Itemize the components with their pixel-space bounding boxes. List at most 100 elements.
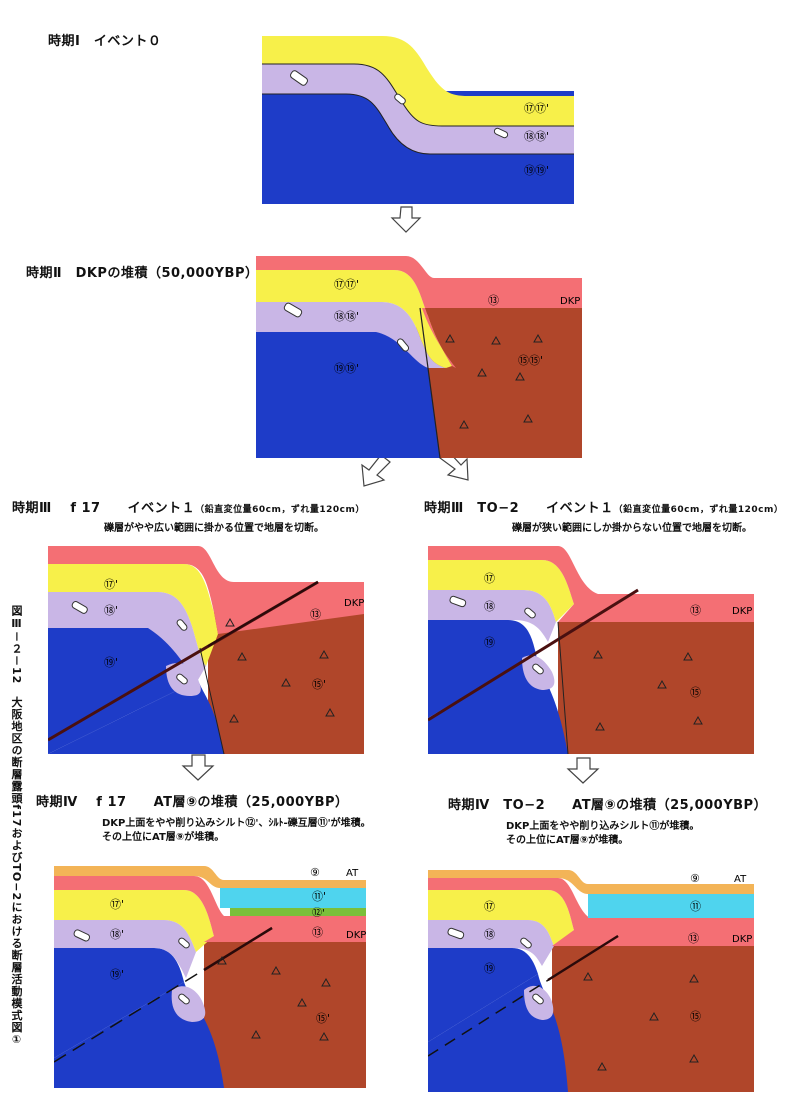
label-dkp: DKP	[344, 598, 364, 609]
label-13: ⑬	[312, 926, 323, 939]
panel-stage1: ⑰⑰' ⑱⑱' ⑲⑲'	[262, 36, 574, 204]
stage3-right-title-main: 時期Ⅲ TO−2 イベント１	[424, 501, 614, 516]
fault-line	[428, 588, 639, 722]
label-17: ⑰⑰'	[334, 278, 359, 291]
arrow-down-left	[361, 454, 391, 487]
stage1-title: 時期Ⅰ イベント０	[48, 34, 162, 49]
label-15: ⑮'	[312, 678, 326, 691]
label-at: AT	[734, 874, 747, 885]
label-17: ⑰	[484, 900, 495, 913]
label-13: ⑬	[690, 604, 701, 617]
layer-19	[428, 948, 538, 1042]
panel-stage4-left: ⑨ AT ⑪' ⑫' ⑰' ⑱' ⑲' ⑬ DKP ⑮'	[54, 866, 366, 1088]
layer-19	[256, 330, 440, 458]
label-18: ⑱'	[104, 604, 118, 617]
label-17: ⑰'	[104, 578, 118, 591]
layer-13-dkp	[428, 878, 754, 946]
label-17: ⑰⑰'	[524, 102, 549, 115]
label-15: ⑮'	[316, 1012, 330, 1025]
layer-17	[262, 36, 574, 126]
label-15: ⑮	[690, 1010, 701, 1023]
label-15: ⑮	[690, 686, 701, 699]
triangle-markers	[445, 333, 543, 429]
label-18: ⑱	[484, 600, 495, 613]
stage4-left-note-2: その上位にAT層⑨が堆積。	[102, 832, 225, 843]
label-11: ⑪'	[312, 890, 326, 903]
fault-line	[419, 307, 441, 458]
label-15: ⑮⑮'	[518, 354, 543, 367]
stage3-left-title-main: 時期Ⅲ f 17 イベント１	[12, 501, 196, 516]
label-13: ⑬	[310, 608, 321, 621]
layer-13-dkp	[54, 876, 366, 942]
label-18: ⑱⑱'	[334, 310, 359, 323]
layer-13-dkp	[48, 546, 364, 612]
stage4-right-title: 時期Ⅳ TO−2 AT層⑨の堆積（25,000YBP）	[448, 798, 768, 813]
label-18: ⑱'	[110, 928, 124, 941]
label-19: ⑲	[484, 636, 495, 649]
layer-13-dkp	[256, 256, 582, 368]
stage2-title: 時期Ⅱ DKPの堆積（50,000YBP）	[26, 266, 259, 281]
layer-19	[428, 620, 536, 718]
label-11: ⑪	[690, 900, 701, 913]
layer-15	[204, 942, 366, 1088]
stage3-right-title-sub: （鉛直変位量60cm，ずれ量120cm）	[613, 505, 784, 515]
layer-19	[48, 628, 198, 754]
layer-15	[208, 612, 364, 754]
stage3-left-note: 礫層がやや広い範囲に掛かる位置で地層を切断。	[104, 523, 324, 534]
layer-11	[220, 888, 366, 908]
label-19: ⑲'	[110, 968, 124, 981]
layer-19	[54, 948, 184, 1058]
label-12: ⑫'	[312, 907, 325, 919]
label-13: ⑬	[488, 294, 499, 307]
label-9: ⑨	[690, 872, 700, 885]
label-17: ⑰'	[110, 898, 124, 911]
label-9: ⑨	[310, 866, 320, 879]
stage4-left-title: 時期Ⅳ f 17 AT層⑨の堆積（25,000YBP）	[36, 795, 349, 810]
label-at: AT	[346, 868, 359, 879]
label-18: ⑱⑱'	[524, 130, 549, 143]
label-dkp: DKP	[346, 930, 366, 941]
layer-17	[48, 564, 218, 666]
stage3-left-title-sub: （鉛直変位量60cm，ずれ量120cm）	[195, 505, 365, 515]
layer-18	[48, 592, 206, 680]
panel-stage3-right: ⑰ ⑱ ⑲ ⑬ DKP ⑮	[428, 546, 754, 754]
pebbles	[290, 70, 509, 139]
layer-17	[428, 890, 574, 946]
layer-15	[416, 308, 582, 458]
label-dkp: DKP	[732, 606, 752, 617]
stage4-left-note-1: DKP上面をやや削り込みシルト⑫'、ｼﾙﾄ-礫互層⑪'が堆積。	[102, 818, 371, 829]
stage3-right-note: 礫層が狭い範囲にしか掛からない位置で地層を切断。	[512, 523, 752, 534]
layer-13-dkp	[428, 546, 754, 622]
label-18: ⑱	[484, 928, 495, 941]
layer-9-at	[54, 866, 366, 888]
figure-caption: 図Ⅲ－２－12 大阪地区の断層露頭f17およびTO−2における断層活動模式図①	[10, 605, 23, 1048]
label-13: ⑬	[688, 932, 699, 945]
stage4-right-note-1: DKP上面をやや削り込みシルト⑪が堆積。	[506, 821, 700, 832]
label-19: ⑲⑲'	[334, 362, 359, 375]
layer-11	[588, 894, 754, 918]
label-19: ⑲⑲'	[524, 164, 549, 177]
layer-18	[54, 920, 196, 978]
label-dkp: DKP	[560, 296, 580, 307]
label-19: ⑲	[484, 962, 495, 975]
layer-18	[256, 302, 446, 368]
arrow-down-3r	[566, 757, 600, 784]
layer-15	[552, 946, 754, 1092]
panel-stage2: ⑰⑰' ⑱⑱' ⑲⑲' ⑬ DKP ⑮⑮'	[256, 256, 582, 458]
layer-9-at	[428, 870, 754, 894]
arrow-down-1	[390, 206, 422, 233]
stage4-right-note-2: その上位にAT層⑨が堆積。	[506, 835, 629, 846]
label-17: ⑰	[484, 572, 495, 585]
panel-stage4-right: ⑨ AT ⑪ ⑰ ⑱ ⑲ ⑬ DKP ⑮	[428, 870, 754, 1092]
stage3-left-title: 時期Ⅲ f 17 イベント１（鉛直変位量60cm，ずれ量120cm）	[12, 497, 365, 516]
label-19: ⑲'	[104, 656, 118, 669]
layer-17	[428, 560, 574, 622]
layer-17	[54, 890, 214, 952]
layer-12	[230, 908, 366, 916]
label-dkp: DKP	[732, 934, 752, 945]
panel-stage3-left: ⑰' ⑱' ⑲' ⑬ DKP ⑮'	[48, 546, 364, 754]
stage3-right-title: 時期Ⅲ TO−2 イベント１（鉛直変位量60cm，ずれ量120cm）	[424, 497, 783, 516]
layer-17	[256, 270, 452, 368]
arrow-down-3l	[181, 754, 215, 781]
